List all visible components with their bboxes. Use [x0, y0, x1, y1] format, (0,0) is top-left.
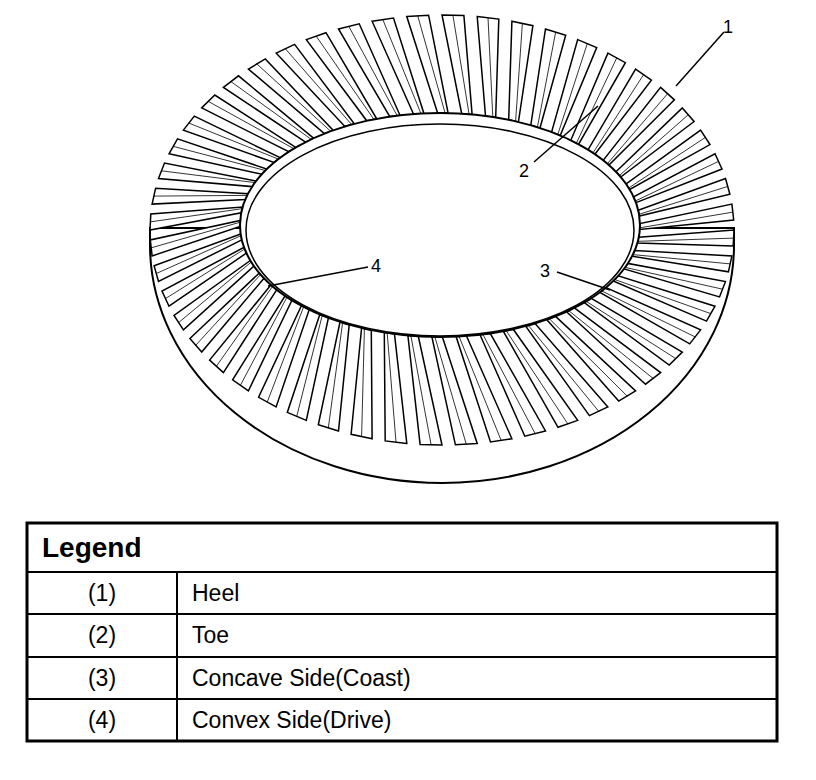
- legend-number: (2): [88, 624, 116, 647]
- legend-heading: Legend: [42, 534, 142, 562]
- callout-number: 4: [371, 257, 381, 275]
- tooth-crest-line: [161, 171, 255, 183]
- gear-tooth: [150, 207, 243, 230]
- gear-tooth: [637, 230, 734, 246]
- tooth-crest-line: [418, 16, 445, 113]
- gear-tooth: [384, 333, 407, 444]
- tooth-crest-line: [362, 329, 365, 437]
- tooth-crest-line: [488, 18, 493, 117]
- gear-tooth: [408, 336, 442, 446]
- leader-line: [676, 32, 724, 86]
- legend-table: [27, 523, 777, 741]
- legend-text: Toe: [192, 624, 229, 647]
- callout-number: 3: [540, 262, 550, 280]
- gear-tooth: [640, 204, 734, 229]
- callout-number: 1: [723, 18, 733, 36]
- gear-tooth: [152, 188, 248, 204]
- legend-text: Convex Side(Drive): [192, 709, 391, 732]
- legend-number: (1): [88, 582, 116, 605]
- table-rule: [176, 572, 178, 741]
- tooth-crest-line: [453, 15, 469, 114]
- tooth-crest-line: [328, 323, 342, 428]
- gear-tooth: [407, 15, 448, 113]
- leader-line: [268, 267, 368, 286]
- gear-teeth: [150, 15, 734, 445]
- leader-lines: [268, 32, 724, 290]
- table-rule: [27, 656, 777, 658]
- tooth-crest-line: [516, 23, 523, 121]
- tooth-crest-line: [411, 336, 431, 445]
- gear-tooth: [442, 15, 472, 115]
- table-rule: [27, 613, 777, 615]
- legend-text: Concave Side(Coast): [192, 667, 411, 690]
- tooth-crest-line: [640, 212, 733, 228]
- leader-line: [534, 106, 598, 162]
- table-border: [27, 523, 777, 741]
- tooth-crest-line: [638, 238, 734, 241]
- gear-tooth: [351, 328, 372, 439]
- table-rule: [27, 571, 777, 573]
- gear-bore-lip: [246, 124, 634, 336]
- callout-number: 2: [519, 162, 529, 180]
- tooth-crest-line: [537, 32, 555, 127]
- tooth-crest-line: [150, 209, 242, 222]
- gear-tooth: [477, 17, 499, 118]
- gear-tooth: [571, 53, 626, 144]
- legend-number: (3): [88, 667, 116, 690]
- table-rule: [27, 698, 777, 700]
- gear-tooth: [509, 21, 533, 122]
- gear-tooth: [259, 306, 310, 407]
- legend-number: (4): [88, 709, 116, 732]
- legend-text: Heel: [192, 582, 239, 605]
- leader-line: [557, 272, 610, 290]
- tooth-crest-line: [387, 333, 396, 442]
- tooth-crest-line: [633, 255, 730, 264]
- gear-bore: [240, 113, 640, 337]
- tooth-crest-line: [435, 337, 466, 444]
- tooth-crest-line: [154, 195, 247, 197]
